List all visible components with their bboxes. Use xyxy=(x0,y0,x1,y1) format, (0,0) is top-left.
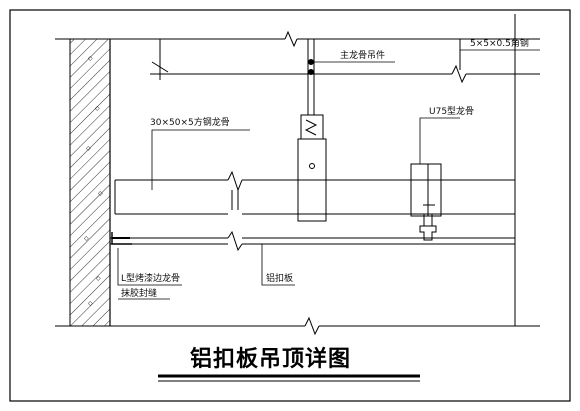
drawing-frame xyxy=(9,9,571,402)
edge-keel xyxy=(111,232,132,245)
svg-text:◇: ◇ xyxy=(98,190,103,197)
u75-leader xyxy=(419,117,460,164)
aluminium-plate xyxy=(110,190,515,252)
svg-text:◇: ◇ xyxy=(95,105,100,112)
plate-label: 铝扣板 xyxy=(266,272,293,284)
bottom-line xyxy=(55,316,540,336)
edge-keel-leader xyxy=(117,248,182,286)
steel-keel-leader xyxy=(151,129,250,190)
steel-angle-bar xyxy=(150,39,540,84)
steel-bar-label: 5×5×0.5角钢 xyxy=(470,37,529,49)
main-hanger xyxy=(297,39,327,222)
u75-keel xyxy=(410,163,442,241)
sealant-label: 抹胶封缝 xyxy=(121,287,157,299)
u75-keel-label: U75型龙骨 xyxy=(429,105,474,117)
main-hanger-label: 主龙骨吊件 xyxy=(340,49,385,61)
svg-text:◇: ◇ xyxy=(96,275,101,282)
svg-text:◇: ◇ xyxy=(84,235,89,242)
square-steel-keel xyxy=(114,170,515,215)
svg-text:◇: ◇ xyxy=(88,300,93,307)
edge-keel-label: L型烤漆边龙骨 xyxy=(121,272,180,284)
wall: ◇ ◇ ◇ ◇ ◇ ◇ ◇ xyxy=(69,39,111,326)
svg-text:◇: ◇ xyxy=(88,55,93,62)
plate-leader xyxy=(261,244,295,286)
svg-text:◇: ◇ xyxy=(86,145,91,152)
steel-keel-label: 30×50×5方钢龙骨 xyxy=(150,116,230,128)
drawing-title: 铝扣板吊顶详图 xyxy=(190,346,351,372)
